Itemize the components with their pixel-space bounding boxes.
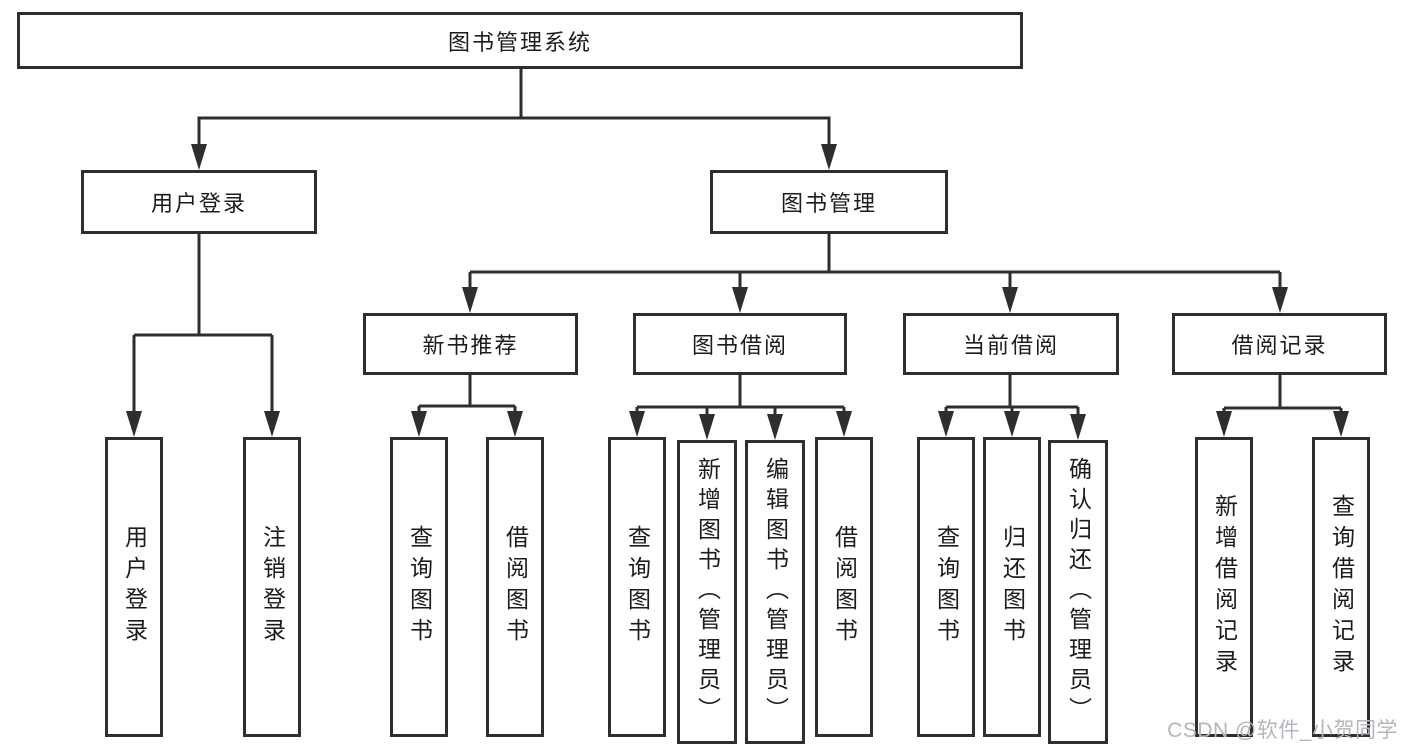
node-book-borrow: 图书借阅: [633, 313, 847, 375]
node-book-management: 图书管理: [710, 170, 948, 234]
leaf-label: 注销登录: [259, 525, 286, 649]
leaf-label: 归还图书: [999, 525, 1026, 649]
watermark: CSDN @软件_小贺同学: [1167, 719, 1398, 742]
leaf-label: 确认归还（管理员）: [1065, 457, 1092, 727]
leaf-label: 新增图书（管理员）: [694, 457, 721, 727]
leaf-recommend-query-book: 查询图书: [390, 437, 448, 737]
leaf-label: 编辑图书（管理员）: [762, 457, 789, 727]
leaf-current-return-book: 归还图书: [983, 437, 1041, 737]
connector-arrowheads: [126, 144, 1349, 440]
leaf-borrow-borrow-book: 借阅图书: [815, 437, 873, 737]
leaf-label: 用户登录: [121, 525, 148, 649]
node-current-borrow: 当前借阅: [903, 313, 1119, 375]
leaf-logout: 注销登录: [243, 437, 301, 737]
leaf-borrow-edit-book-admin: 编辑图书（管理员）: [745, 440, 805, 744]
leaf-label: 借阅图书: [502, 525, 529, 649]
connector-lines: [132, 69, 1343, 417]
leaf-label: 查询图书: [406, 525, 433, 649]
leaf-label: 查询图书: [624, 525, 651, 649]
leaf-current-confirm-return-admin: 确认归还（管理员）: [1048, 440, 1108, 744]
leaf-user-login: 用户登录: [105, 437, 163, 737]
leaf-borrow-add-book-admin: 新增图书（管理员）: [677, 440, 737, 744]
leaf-label: 新增借阅记录: [1211, 494, 1238, 680]
node-user-login: 用户登录: [81, 170, 317, 234]
node-root-system: 图书管理系统: [17, 12, 1023, 69]
leaf-label: 查询图书: [933, 525, 960, 649]
leaf-borrow-query-book: 查询图书: [608, 437, 666, 737]
node-borrow-records: 借阅记录: [1172, 313, 1387, 375]
node-new-book-recommend: 新书推荐: [363, 313, 578, 375]
leaf-recommend-borrow-book: 借阅图书: [486, 437, 544, 737]
leaf-label: 借阅图书: [831, 525, 858, 649]
leaf-label: 查询借阅记录: [1328, 494, 1355, 680]
leaf-current-query-book: 查询图书: [917, 437, 975, 737]
leaf-records-add-record: 新增借阅记录: [1195, 437, 1253, 737]
leaf-records-query-record: 查询借阅记录: [1312, 437, 1370, 737]
